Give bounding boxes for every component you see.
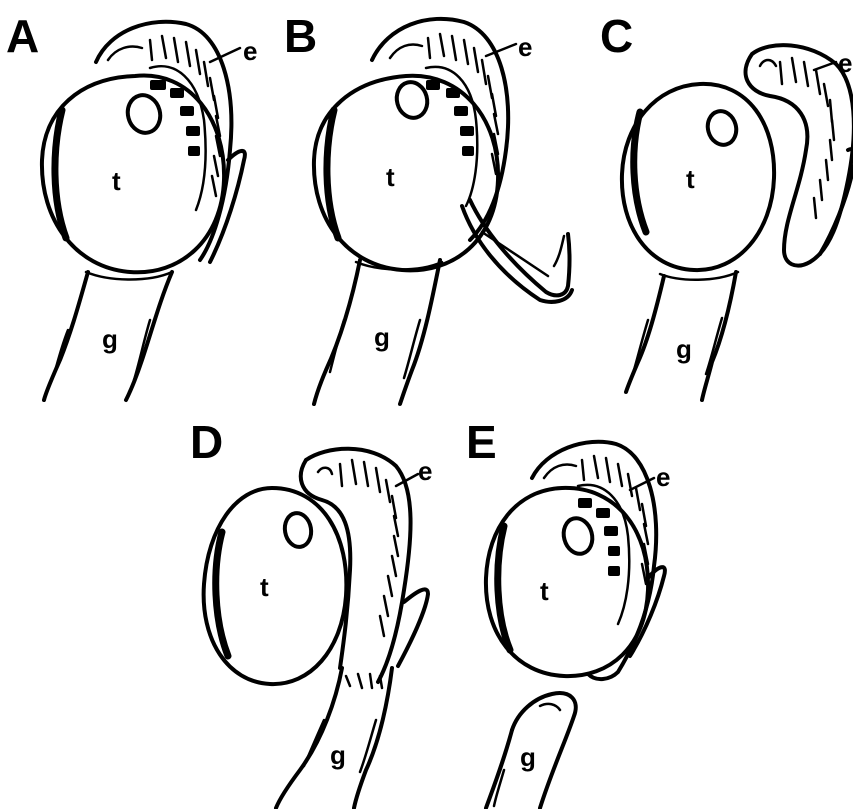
- panel-e-label-g: g: [520, 742, 536, 772]
- panel-e-letter: E: [466, 416, 497, 468]
- panel-a-letter: A: [6, 10, 39, 62]
- panel-e-label-t: t: [540, 576, 549, 606]
- panel-c-label-e: e: [838, 48, 852, 78]
- panel-c-epididymis: [746, 45, 853, 265]
- panel-d: D e t g: [190, 416, 432, 808]
- panel-c-label-t: t: [686, 164, 695, 194]
- panel-b-label-e: e: [518, 32, 532, 62]
- panel-c-letter: C: [600, 10, 633, 62]
- panel-e-label-e: e: [656, 462, 670, 492]
- panel-d-epididymis: [301, 449, 428, 682]
- panel-d-testis: [204, 488, 347, 684]
- panel-d-gubernaculum: [276, 668, 392, 808]
- panel-c-label-g: g: [676, 334, 692, 364]
- panel-d-label-g: g: [330, 740, 346, 770]
- panel-b: B e t g: [284, 10, 572, 404]
- panel-b-label-g: g: [374, 322, 390, 352]
- panel-c-e-leader: [814, 62, 836, 70]
- panel-c-testis: [622, 84, 774, 270]
- panel-d-label-e: e: [418, 456, 432, 486]
- panel-b-letter: B: [284, 10, 317, 62]
- panel-d-label-t: t: [260, 572, 269, 602]
- panel-a-epididymis: [96, 22, 245, 262]
- panel-b-epididymis: [372, 19, 572, 302]
- panel-a-label-g: g: [102, 324, 118, 354]
- panel-d-letter: D: [190, 416, 223, 468]
- panel-a-label-e: e: [243, 36, 257, 66]
- panel-a-label-t: t: [112, 166, 121, 196]
- panel-a: A e t g: [6, 10, 257, 400]
- panel-c: C e t g: [600, 10, 853, 400]
- panel-b-label-t: t: [386, 162, 395, 192]
- panel-e: E e t g: [466, 416, 670, 808]
- panel-a-testis: [42, 76, 224, 273]
